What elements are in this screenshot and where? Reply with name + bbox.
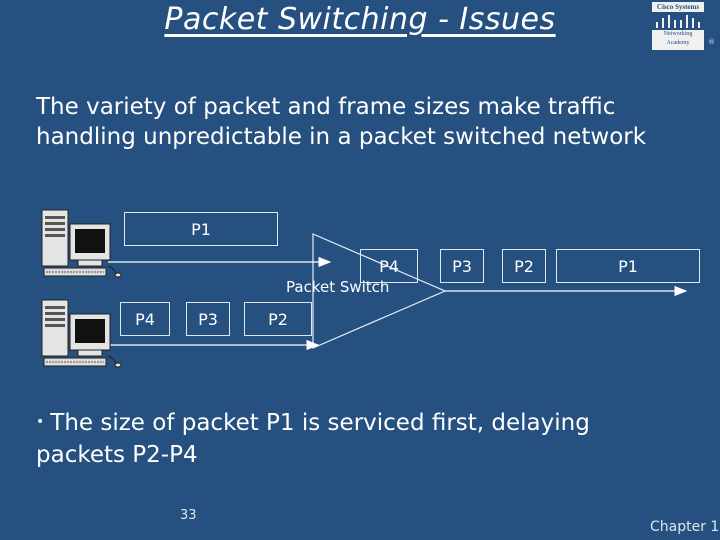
- bullet-point: •The size of packet P1 is serviced first…: [36, 406, 676, 471]
- intro-paragraph: The variety of packet and frame sizes ma…: [36, 94, 647, 150]
- packet-label: P4: [379, 257, 399, 276]
- bottom-computer-icon: [41, 299, 122, 368]
- bullet-text: The size of packet P1 is serviced first,…: [36, 410, 590, 468]
- packet-box-out-p3: P3: [440, 249, 484, 283]
- packet-box-out-p1: P1: [556, 249, 700, 283]
- packet-box-out-p2: P2: [502, 249, 546, 283]
- logo-line1: Cisco Systems: [652, 2, 704, 12]
- packet-switch-triangle: [312, 233, 447, 349]
- cisco-logo: Cisco Systems Networking Academy ®: [652, 2, 718, 50]
- trademark-mark: ®: [708, 38, 715, 46]
- slide-title: Packet Switching - Issues: [164, 2, 556, 37]
- page-number: 33: [180, 508, 197, 523]
- packet-label: P3: [452, 257, 472, 276]
- packet-box-bottom-p2: P2: [244, 302, 312, 336]
- packet-label: P1: [191, 220, 211, 239]
- bullet-icon: •: [36, 414, 45, 430]
- packet-label: P3: [198, 310, 218, 329]
- top-computer-icon: [41, 209, 122, 278]
- packet-label: P1: [618, 257, 638, 276]
- chapter-footer: Chapter 1: [650, 519, 720, 535]
- packet-box-out-p4: P4: [360, 249, 418, 283]
- logo-bridge-icon: [652, 12, 704, 30]
- packet-box-top-p1: P1: [124, 212, 278, 246]
- packet-box-bottom-p3: P3: [186, 302, 230, 336]
- logo-line2: Networking Academy: [652, 30, 704, 50]
- packet-box-bottom-p4: P4: [120, 302, 170, 336]
- packet-switch-label: Packet Switch: [286, 278, 390, 296]
- packet-label: P2: [268, 310, 288, 329]
- packet-label: P2: [514, 257, 534, 276]
- packet-label: P4: [135, 310, 155, 329]
